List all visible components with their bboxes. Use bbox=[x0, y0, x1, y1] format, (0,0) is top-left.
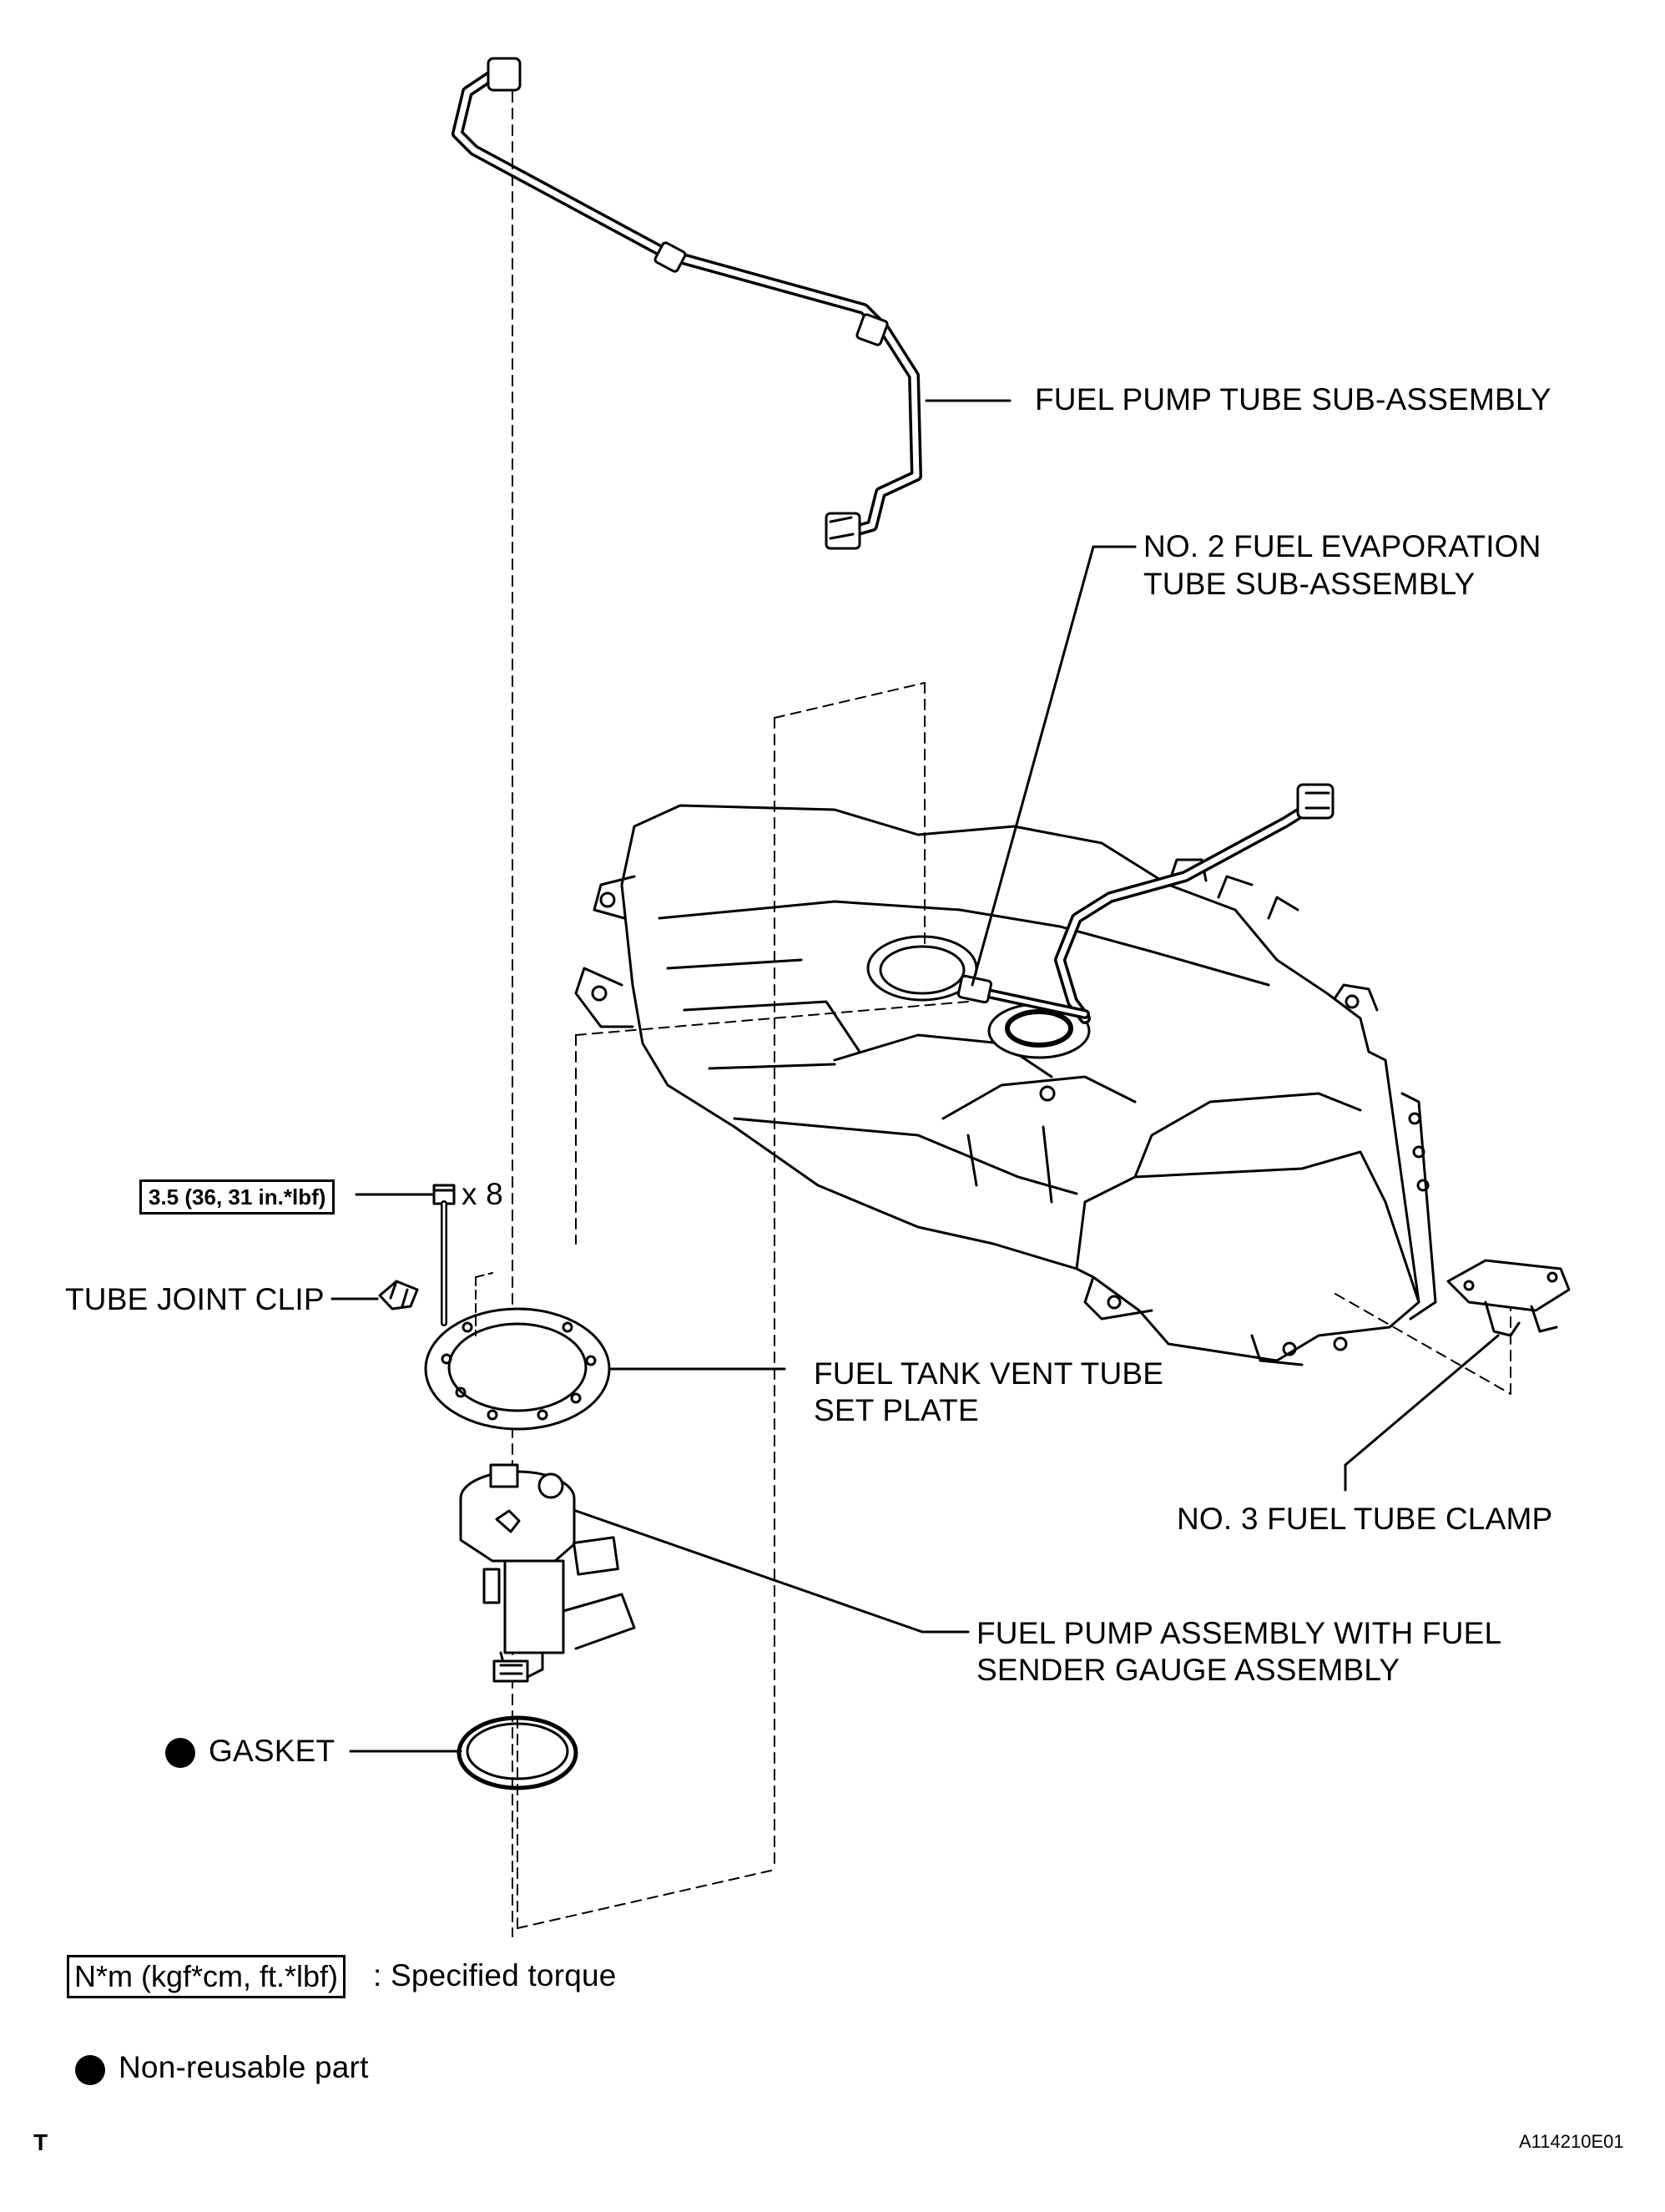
tube-joint-clip-icon bbox=[378, 1280, 419, 1311]
label-pump-assy-line2: SENDER GAUGE ASSEMBLY bbox=[976, 1653, 1400, 1687]
evaporation-tube-icon bbox=[956, 783, 1335, 1024]
legend-non-reusable-dot-icon bbox=[75, 2055, 105, 2085]
legend-torque-desc: : Specified torque bbox=[373, 1958, 617, 1992]
fuel-pump-tube-icon bbox=[452, 57, 922, 550]
vent-plate-icon bbox=[424, 1272, 611, 1431]
label-tube-clamp: NO. 3 FUEL TUBE CLAMP bbox=[1177, 1502, 1553, 1536]
label-vent-plate-line2: SET PLATE bbox=[814, 1393, 979, 1427]
label-fuel-pump-tube: FUEL PUMP TUBE SUB-ASSEMBLY bbox=[1035, 382, 1551, 417]
bolt-icon bbox=[432, 1184, 456, 1326]
pump-leader bbox=[574, 1509, 924, 1634]
label-evap-tube-line2: TUBE SUB-ASSEMBLY bbox=[1143, 567, 1476, 601]
label-gasket: GASKET bbox=[209, 1734, 336, 1768]
non-reusable-dot-icon bbox=[165, 1738, 195, 1768]
figure-id: A114210E01 bbox=[1519, 2131, 1624, 2152]
evap-tube-leader bbox=[971, 545, 1095, 987]
legend-nonreusable-desc: Non-reusable part bbox=[119, 2050, 369, 2084]
fuel-pump-icon bbox=[459, 1463, 636, 1683]
tank-alignment-dashed bbox=[517, 682, 1511, 1929]
footer-mark: T bbox=[33, 2129, 48, 2155]
label-evap-tube-line1: NO. 2 FUEL EVAPORATION bbox=[1143, 529, 1541, 563]
torque-spec-box: 3.5 (36, 31 in.*lbf) bbox=[139, 1179, 336, 1215]
legend-torque-unit: N*m (kgf*cm, ft.*lbf) bbox=[67, 1955, 346, 1998]
label-pump-assy-line1: FUEL PUMP ASSEMBLY WITH FUEL bbox=[976, 1616, 1502, 1650]
tube-clamp-icon bbox=[1446, 1259, 1571, 1337]
clamp-leader bbox=[1344, 1334, 1500, 1467]
fuel-tank-icon bbox=[574, 804, 1437, 1366]
bolt-count: x 8 bbox=[462, 1177, 503, 1211]
label-tube-joint-clip: TUBE JOINT CLIP bbox=[65, 1282, 325, 1316]
gasket-icon bbox=[457, 1715, 578, 1790]
label-vent-plate-line1: FUEL TANK VENT TUBE bbox=[814, 1356, 1164, 1391]
